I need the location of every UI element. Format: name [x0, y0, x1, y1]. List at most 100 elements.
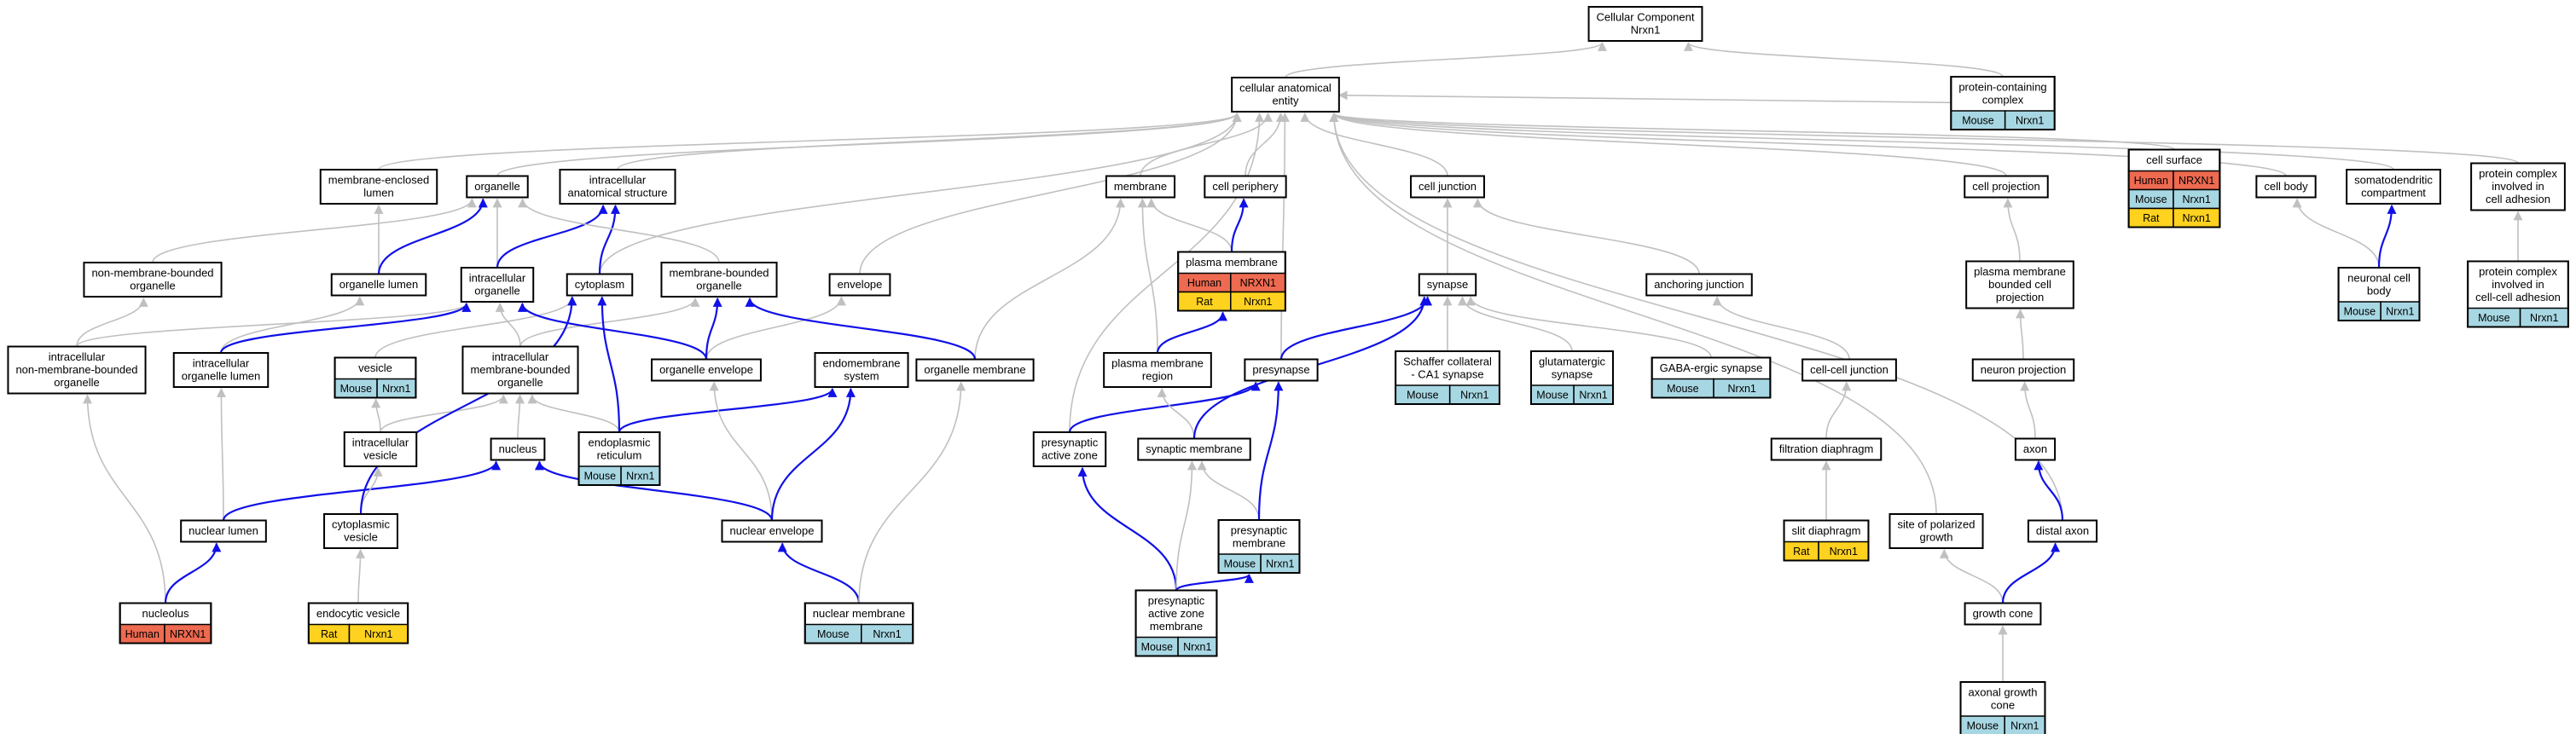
node-box [1587, 6, 1703, 42]
node-label: nucleus [499, 442, 537, 455]
node-label: site of polarized [1897, 518, 1975, 531]
node-box [1410, 175, 1485, 199]
badge-species: Mouse [584, 471, 617, 483]
node-label: projection [1996, 291, 2044, 303]
edge-part-of [496, 204, 608, 269]
go-term-node: cell body [2255, 175, 2317, 199]
node-outline [2337, 267, 2421, 321]
edge-is-a [378, 112, 1242, 170]
badge-gene: Nrxn1 [2010, 720, 2039, 732]
node-label: involved in [2492, 180, 2544, 193]
edge-is-a [1337, 90, 1952, 104]
edge-is-a [1300, 112, 1448, 176]
go-term-node: synaptic membrane [1137, 437, 1251, 461]
node-label: cytoplasmic [332, 518, 390, 531]
node-box [2470, 162, 2566, 211]
badge-gene: Nrxn1 [1460, 390, 1488, 402]
edge-is-a [519, 297, 700, 347]
node-label: lumen [363, 187, 393, 199]
node-label: cell junction [1419, 180, 1477, 193]
edge-part-of [1257, 381, 1284, 521]
edge-is-a [1329, 112, 1937, 515]
node-box [1105, 175, 1176, 199]
edge-is-a [599, 112, 1242, 275]
edge-is-a [1137, 198, 1158, 354]
badge-gene: Nrxn1 [1579, 390, 1607, 402]
badge-species: Mouse [1224, 558, 1256, 570]
edge-is-a [1140, 112, 1273, 176]
badge-species: Rat [321, 628, 338, 640]
edge-part-of [2001, 542, 2061, 604]
node-box [490, 437, 546, 461]
node-outline [1783, 519, 1870, 562]
edge-is-a [1825, 381, 1852, 439]
edge-is-a [76, 302, 472, 348]
edge-is-a [374, 296, 577, 358]
edge-is-a [1244, 112, 1285, 176]
edge-is-a [1329, 112, 2394, 170]
node-label: intracellular [492, 350, 549, 363]
node-outline [1395, 350, 1500, 405]
node-box [2014, 437, 2057, 461]
node-label: intracellular [49, 350, 106, 363]
node-box [566, 273, 634, 297]
go-term-node: nuclear envelope [721, 519, 823, 543]
go-term-node: axon [2014, 437, 2057, 461]
badge-gene: Nrxn1 [364, 628, 392, 640]
edge-is-a [1939, 548, 2004, 604]
node-box [83, 262, 223, 298]
go-term-node: synapse [1418, 273, 1477, 297]
edge-part-of [618, 387, 838, 433]
edge-is-a [1329, 112, 2063, 521]
node-label: presynaptic [1041, 436, 1099, 449]
edge-is-a [1712, 296, 1850, 360]
badge-species: Mouse [1407, 390, 1439, 402]
go-term-node: cell periphery [1204, 175, 1287, 199]
node-label: envelope [838, 278, 883, 291]
go-term-node: filtration diaphragm [1770, 437, 1883, 461]
node-label: cell adhesion [2486, 193, 2550, 205]
node-box [1137, 437, 1251, 461]
edge-part-of [597, 296, 621, 433]
node-box [660, 262, 778, 298]
node-label: organelle membrane [924, 363, 1025, 376]
node-label: membrane-enclosed [328, 174, 430, 187]
node-label: vesicle [344, 531, 378, 544]
edge-is-a [1285, 41, 1607, 78]
edge-is-a [216, 387, 226, 521]
edge-part-of [1077, 466, 1178, 591]
badge-gene: NRXN1 [170, 628, 206, 640]
node-label: anatomical structure [567, 187, 667, 199]
edge-part-of [534, 460, 774, 521]
node-label: plasma membrane [1186, 256, 1278, 269]
edge-part-of [1230, 198, 1249, 252]
node-outline [1950, 76, 2056, 130]
node-label: glutamatergic [1539, 355, 1606, 368]
node-label: active zone [1148, 607, 1204, 620]
node-box [1964, 602, 2042, 626]
node-label: cellular anatomical [1239, 82, 1332, 95]
edge-part-of [770, 387, 856, 521]
node-box [1888, 513, 1984, 549]
go-term-node: cytoplasm [566, 273, 634, 297]
node-label: active zone [1041, 449, 1098, 462]
go-term-node: cell-cell junction [1801, 358, 1897, 382]
node-label: cell-cell junction [1810, 363, 1888, 376]
